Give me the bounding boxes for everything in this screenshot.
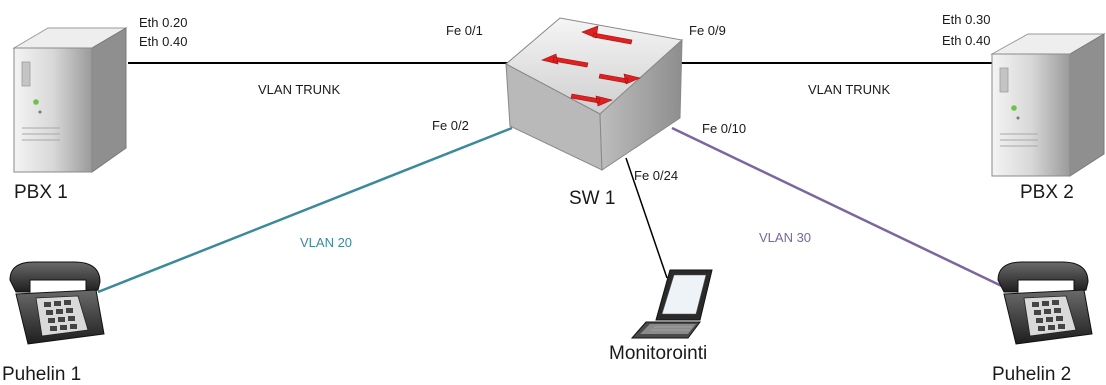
- vlan-trunk-left-label: VLAN TRUNK: [258, 82, 340, 97]
- port-label-fe02: Fe 0/2: [432, 118, 469, 133]
- port-label-fe010: Fe 0/10: [702, 121, 746, 136]
- telephone-icon-phone2: [997, 261, 1093, 345]
- pbx1-eth-bottom: Eth 0.40: [139, 34, 187, 49]
- vlan30-label: VLAN 30: [759, 230, 811, 245]
- server-icon-pbx2: [990, 33, 1106, 177]
- switch-label: SW 1: [569, 188, 615, 209]
- link-switch-laptop: [625, 157, 668, 279]
- link-switch-phone2: [671, 126, 1011, 292]
- vlan-trunk-right-label: VLAN TRUNK: [808, 82, 890, 97]
- pbx2-eth-bottom: Eth 0.40: [942, 33, 990, 48]
- pbx1-label: PBX 1: [14, 182, 68, 203]
- link-switch-phone1: [97, 126, 513, 294]
- port-label-fe01: Fe 0/1: [446, 23, 483, 38]
- telephone-icon-phone1: [9, 261, 105, 345]
- switch-arrows-icon: [541, 25, 641, 107]
- laptop-icon: [630, 269, 713, 339]
- pbx1-eth-top: Eth 0.20: [139, 15, 187, 30]
- server-icon-pbx1: [12, 27, 128, 173]
- phone1-label: Puhelin 1: [2, 364, 81, 385]
- port-label-fe09: Fe 0/9: [689, 23, 726, 38]
- pbx2-label: PBX 2: [1020, 182, 1074, 203]
- vlan20-label: VLAN 20: [300, 235, 352, 250]
- laptop-label: Monitorointi: [609, 343, 707, 364]
- pbx2-eth-top: Eth 0.30: [942, 12, 990, 27]
- switch-icon: [505, 17, 684, 171]
- port-label-fe024: Fe 0/24: [634, 168, 678, 183]
- phone2-label: Puhelin 2: [992, 364, 1071, 385]
